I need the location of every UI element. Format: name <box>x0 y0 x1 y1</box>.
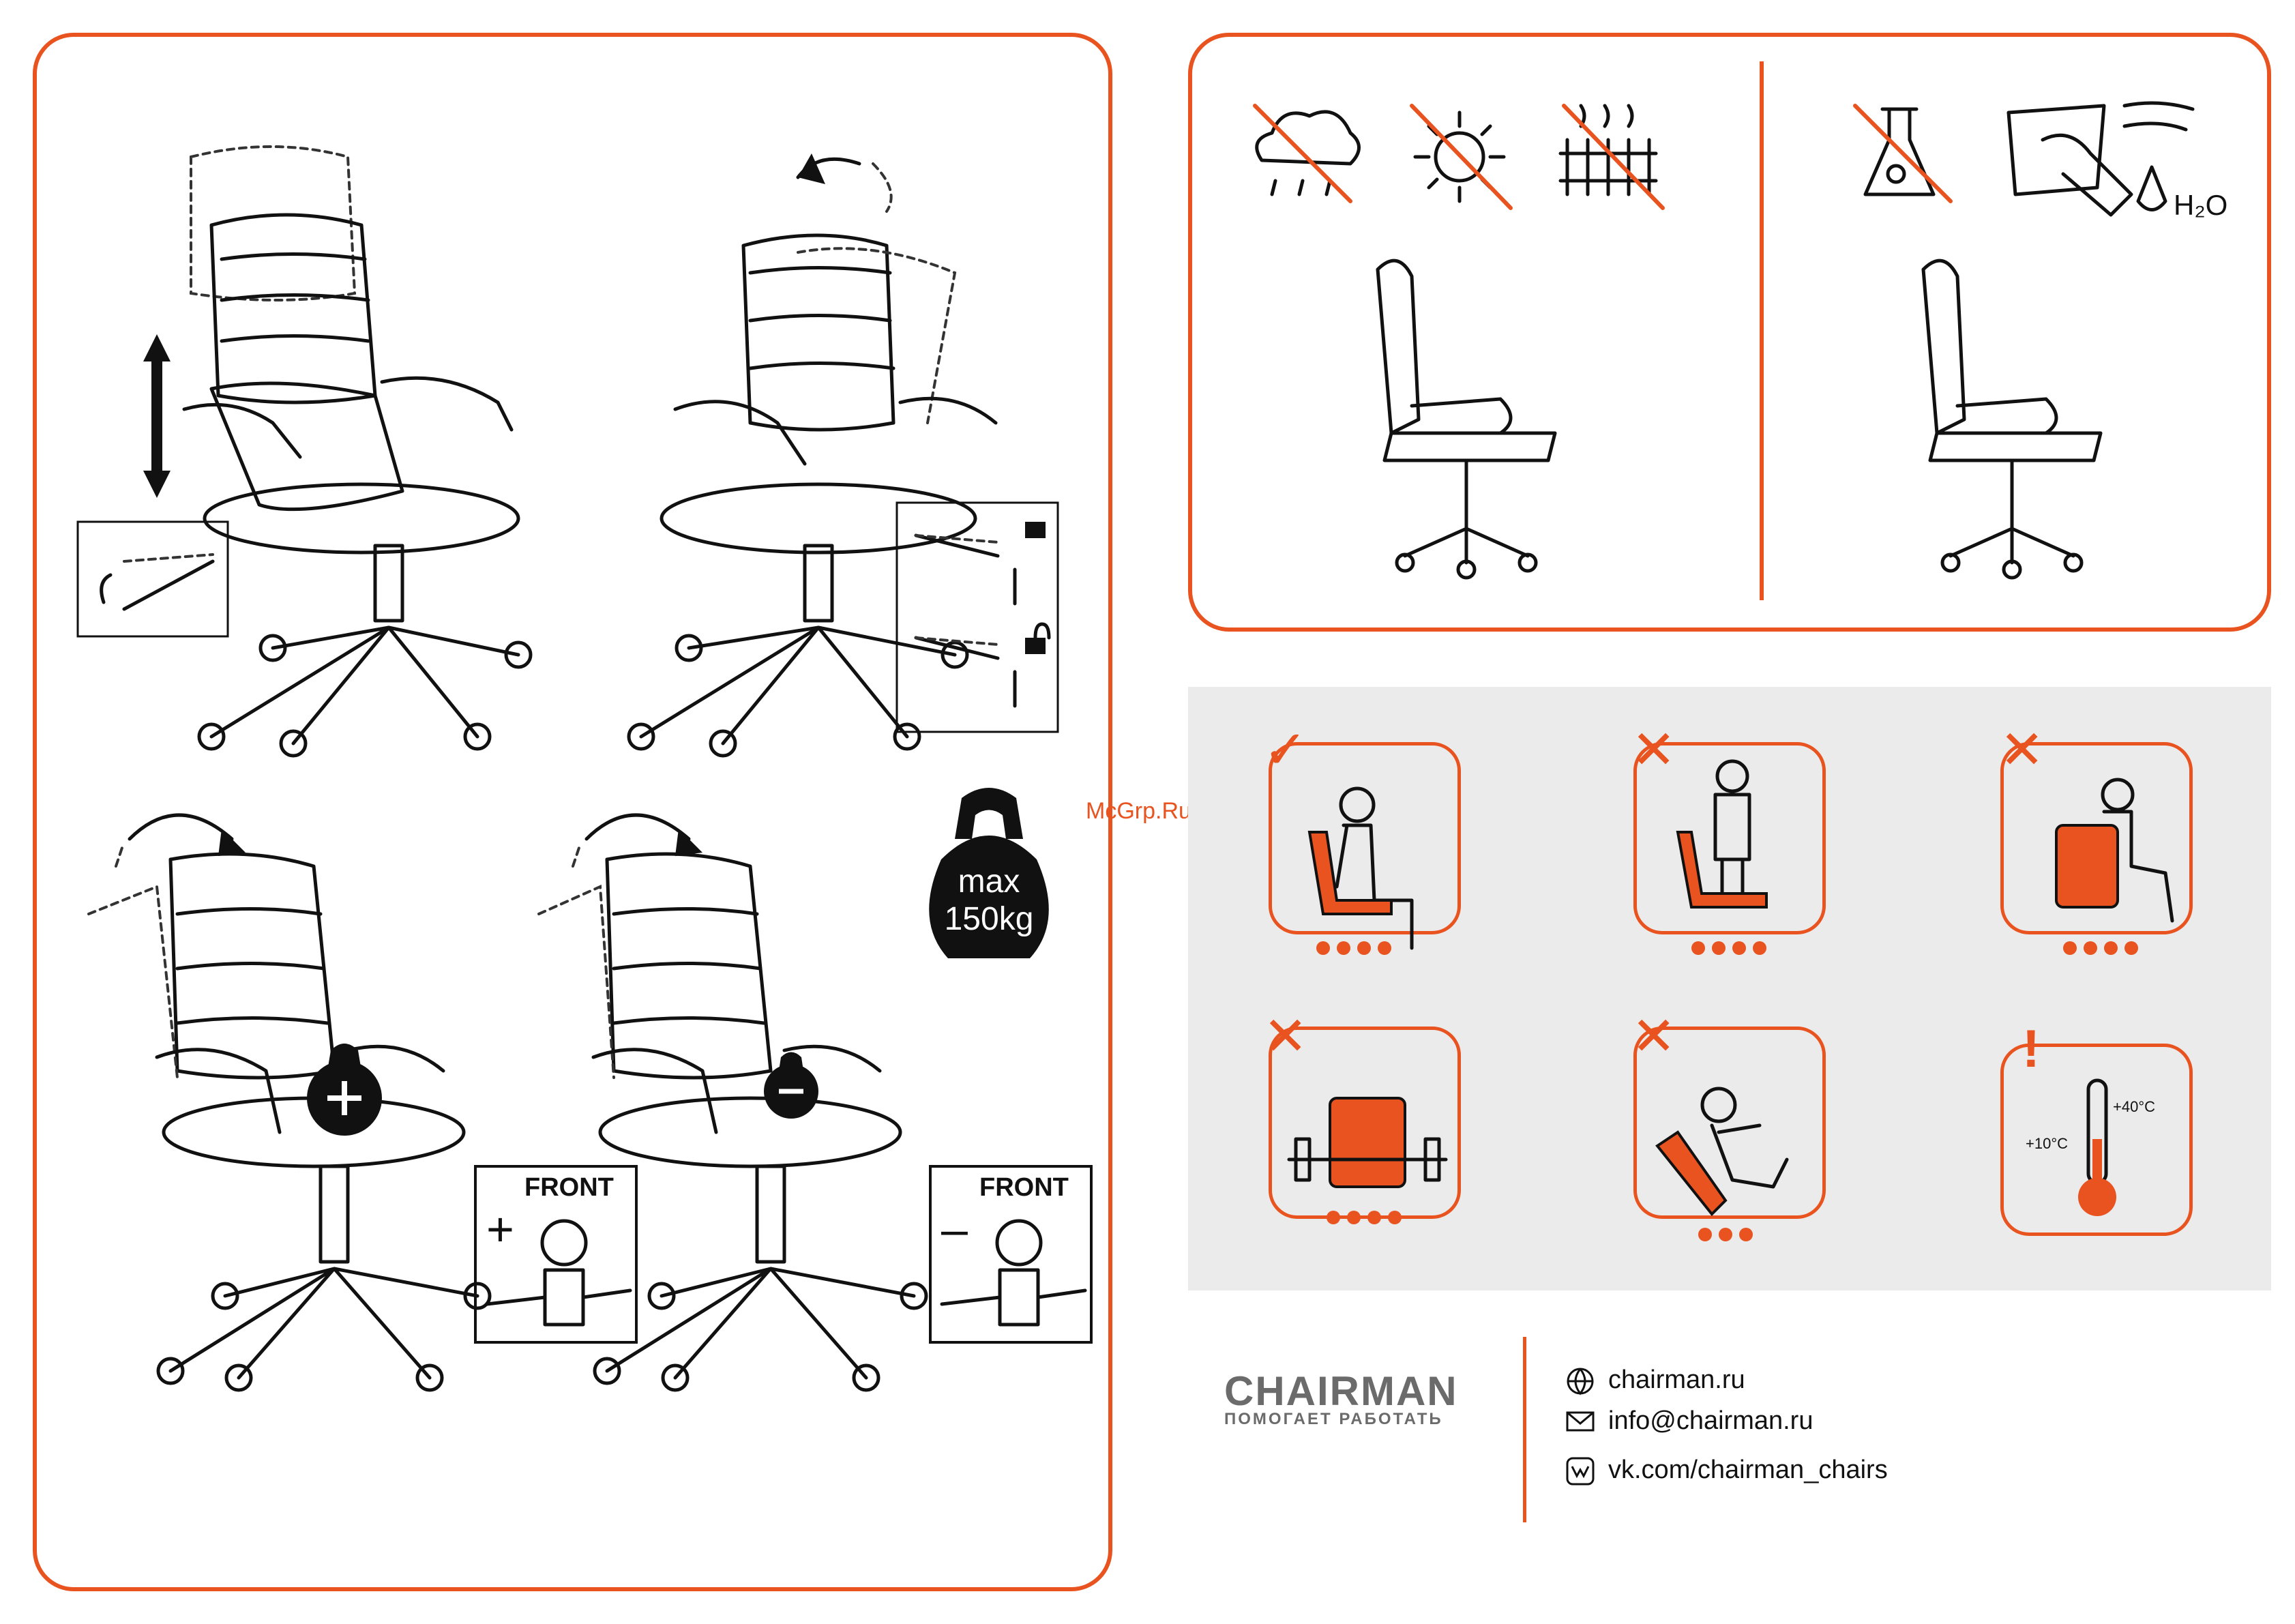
cross-icon: ✕ <box>1263 1009 1307 1063</box>
correct-sitting-figure <box>1296 784 1446 962</box>
brand-tagline: ПОМОГАЕТ РАБОТАТЬ <box>1224 1410 1443 1429</box>
wipe-clean-icon: H₂O <box>2002 99 2220 235</box>
globe-icon <box>1565 1366 1595 1396</box>
cross-icon: ✕ <box>1631 1009 1676 1063</box>
care-divider <box>1760 61 1764 600</box>
no-sun-icon <box>1402 99 1517 215</box>
no-heater-icon <box>1554 99 1670 208</box>
no-chemicals-icon <box>1848 99 1957 208</box>
contact-email[interactable]: info@chairman.ru <box>1608 1406 1813 1436</box>
contact-vk[interactable]: vk.com/chairman_chairs <box>1608 1456 1888 1485</box>
warning-icon: ! <box>2022 1022 2040 1075</box>
water-symbol: H₂O <box>2174 189 2227 221</box>
brand-logo: CHAIRMAN <box>1224 1368 1458 1415</box>
temperature-high: +40°C <box>2113 1098 2155 1116</box>
height-lever-detail <box>76 520 229 638</box>
leaning-back-figure <box>1650 1071 1828 1248</box>
no-rain-icon <box>1248 99 1364 208</box>
watermark: McGrp.Ru <box>1086 798 1191 825</box>
kettlebell-minus-icon <box>764 1052 818 1119</box>
height-adjust-illustration <box>75 136 539 764</box>
temperature-low: +10°C <box>2026 1135 2068 1153</box>
contact-divider <box>1523 1337 1526 1522</box>
vk-icon <box>1565 1456 1595 1486</box>
sitting-on-armrest-figure <box>2029 771 2193 962</box>
standing-on-chair-figure <box>1664 757 1801 962</box>
check-icon: ✓ <box>1263 723 1307 776</box>
cross-icon: ✕ <box>2000 723 2044 776</box>
mail-icon <box>1565 1407 1595 1437</box>
weights-on-chair-figure <box>1282 1091 1453 1241</box>
care-chair-illustration-right <box>1910 256 2114 583</box>
tension-decrease-detail: FRONT – <box>929 1165 1093 1344</box>
care-chair-illustration-left <box>1364 256 1569 583</box>
tilt-lock-detail <box>895 501 1059 733</box>
kettlebell-plus-icon <box>307 1044 382 1136</box>
contact-website[interactable]: chairman.ru <box>1608 1365 1745 1395</box>
